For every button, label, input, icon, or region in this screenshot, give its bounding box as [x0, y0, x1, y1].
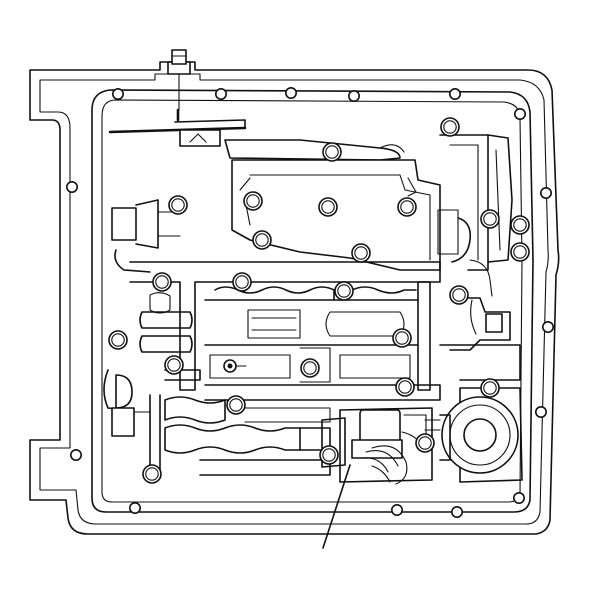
- left-connector: [111, 199, 181, 273]
- pan-hole: [448, 88, 461, 101]
- upper-housing: [231, 159, 472, 271]
- bolt-head: [510, 242, 530, 262]
- bolt-head: [232, 272, 252, 292]
- pan-hole: [539, 187, 552, 200]
- pan-hole: [66, 181, 79, 194]
- bolt-head: [449, 285, 469, 305]
- bolt-head: [300, 358, 320, 378]
- bolt-head: [395, 377, 415, 397]
- bolt-head: [164, 355, 184, 375]
- pan-hole: [534, 405, 547, 418]
- bolt-head: [108, 330, 128, 350]
- pan-hole: [129, 501, 142, 514]
- bolt-head: [142, 464, 162, 484]
- bolt-head: [392, 328, 412, 348]
- bolt-head: [334, 281, 354, 301]
- bolt-head: [510, 215, 530, 235]
- right-upper-channel: [439, 134, 513, 271]
- pressure-control-solenoid: [321, 407, 441, 485]
- bolt-head: [168, 195, 188, 215]
- pan-hole: [450, 505, 463, 518]
- pan-hole: [112, 88, 125, 101]
- pan-hole: [390, 503, 403, 516]
- valve-body-bolts: [108, 117, 530, 484]
- bolt-head: [440, 117, 460, 137]
- pan-holes: [66, 87, 554, 518]
- bolt-head: [351, 243, 371, 263]
- top-fitting: [167, 49, 191, 122]
- pan-hole: [215, 88, 228, 101]
- bolt-head: [480, 209, 500, 229]
- bolt-head: [322, 142, 342, 162]
- left-lower-sensor: [103, 369, 161, 471]
- bolt-head: [252, 230, 272, 250]
- bolt-head: [319, 445, 339, 465]
- bolt-head: [318, 197, 338, 217]
- pan-hole: [513, 108, 526, 121]
- bolt-head: [415, 433, 435, 453]
- pan-hole: [347, 90, 360, 103]
- callout-leader: [322, 464, 351, 549]
- right-mid-connector: [439, 259, 521, 381]
- bolt-head: [152, 272, 172, 292]
- pan-hole: [541, 320, 554, 333]
- bolt-head: [480, 378, 500, 398]
- pan-hole: [70, 448, 83, 461]
- bolt-head: [397, 197, 417, 217]
- accumulator-disc: [439, 387, 523, 483]
- manual-detent-assembly: [108, 119, 405, 161]
- pan-hole: [284, 87, 297, 100]
- pan-hole: [512, 491, 525, 504]
- bolt-head: [243, 191, 263, 211]
- bolt-head: [226, 395, 246, 415]
